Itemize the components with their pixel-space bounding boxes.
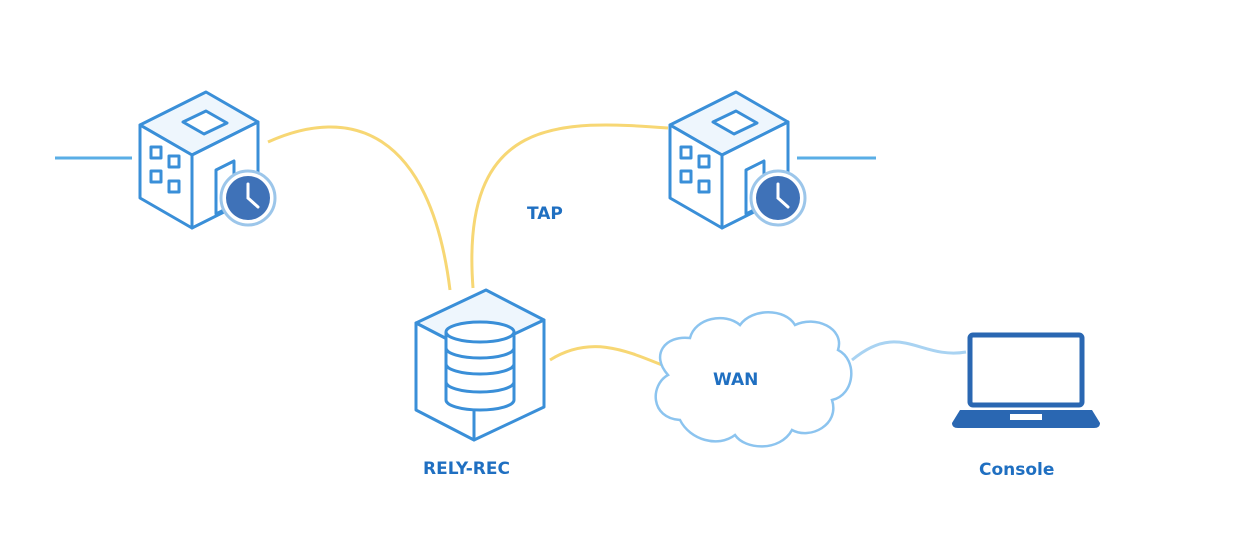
wan-console-link — [851, 340, 967, 362]
recorder-label: RELY-REC — [423, 459, 510, 479]
rec-wan-link — [549, 345, 663, 367]
clock-left-icon — [219, 169, 277, 227]
console-label: Console — [979, 460, 1055, 480]
tap-link-left — [267, 125, 452, 291]
tap-label: TAP — [527, 204, 563, 224]
wan-cloud-icon — [654, 311, 853, 448]
tap-link-right — [470, 123, 669, 289]
wan-label: WAN — [713, 370, 759, 390]
database-icon — [444, 320, 516, 412]
clock-right-icon — [749, 169, 807, 227]
laptop-icon — [952, 332, 1100, 428]
